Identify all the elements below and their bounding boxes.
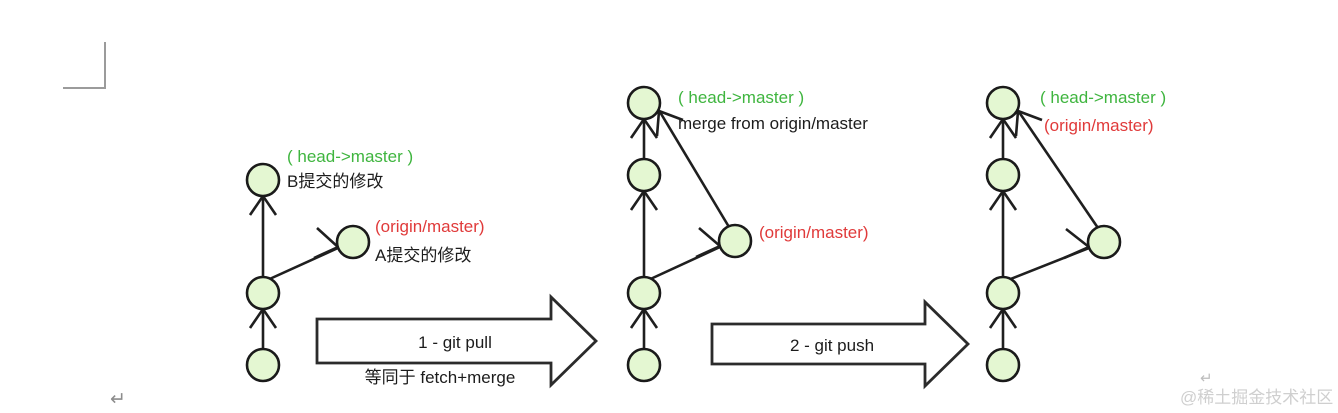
commit-node-origin[interactable] (1086, 224, 1122, 260)
origin-master-note: A提交的修改 (375, 246, 471, 265)
commit-node-root[interactable] (245, 347, 281, 383)
git-pull-secondary-label: 等同于 fetch+merge (365, 368, 516, 387)
head-master-label: ( head->master ) (1040, 88, 1166, 107)
watermark: ↵ @稀土掘金技术社区 (1180, 370, 1333, 407)
head-master-label: ( head->master ) (287, 147, 413, 166)
commit-node-merge[interactable] (626, 85, 662, 121)
commit-node-root[interactable] (626, 347, 662, 383)
commit-node-base[interactable] (626, 275, 662, 311)
commit-node-origin[interactable] (335, 224, 371, 260)
commit-edges (988, 109, 1100, 349)
origin-master-label: (origin/master) (1044, 116, 1154, 135)
commit-node-merge[interactable] (985, 85, 1021, 121)
stage-before-pull: ( head->master ) B提交的修改 (origin/master) … (245, 147, 485, 383)
git-pull-block-arrow-shape[interactable] (315, 293, 599, 389)
commit-node-head[interactable] (245, 162, 281, 198)
origin-master-label: (origin/master) (759, 223, 869, 242)
git-push-primary-label: 2 - git push (790, 336, 874, 355)
commit-node-head[interactable] (626, 157, 662, 193)
commit-node-head[interactable] (985, 157, 1021, 193)
transition-git-pull[interactable]: 1 - git pull 等同于 fetch+merge (315, 293, 599, 389)
commit-edges (629, 109, 731, 349)
watermark-label: @稀土掘金技术社区 (1180, 388, 1333, 407)
origin-master-label: (origin/master) (375, 217, 485, 236)
head-master-note: B提交的修改 (287, 172, 383, 191)
transition-git-push[interactable]: 2 - git push (710, 298, 971, 390)
document-corner-mark-icon (63, 42, 106, 89)
commit-node-base[interactable] (985, 275, 1021, 311)
head-master-note: merge from origin/master (678, 114, 868, 133)
git-push-block-arrow-shape[interactable] (710, 298, 971, 390)
paragraph-return-mark-icon: ↵ (110, 389, 126, 410)
commit-node-root[interactable] (985, 347, 1021, 383)
git-pull-primary-label: 1 - git pull (418, 333, 492, 352)
stage-after-pull: ( head->master ) merge from origin/maste… (626, 85, 869, 383)
commit-node-origin[interactable] (717, 223, 753, 259)
head-master-label: ( head->master ) (678, 88, 804, 107)
watermark-return-icon: ↵ (1200, 370, 1213, 387)
commit-node-base[interactable] (245, 275, 281, 311)
stage-after-push: ( head->master ) (origin/master) (985, 85, 1166, 383)
